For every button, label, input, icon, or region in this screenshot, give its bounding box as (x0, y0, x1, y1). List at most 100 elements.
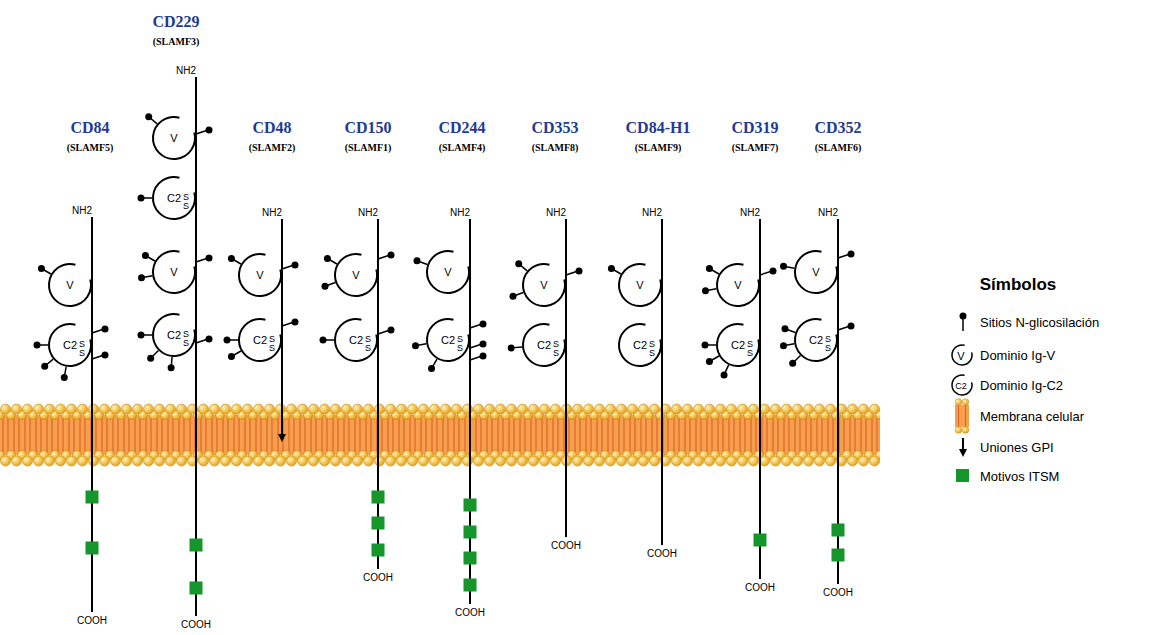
ig-domain: C2 (152, 176, 196, 220)
glycosylation-site (38, 265, 45, 272)
itsm-motif (86, 542, 99, 555)
domain-outline (153, 251, 195, 293)
ig-domain: C2 (48, 323, 92, 367)
domain-label: V (444, 266, 451, 278)
legend-text: Membrana celular (980, 409, 1084, 424)
slamf-name: (SLAMF9) (635, 142, 682, 153)
glycosylation-site (480, 341, 487, 348)
terminus-label: NH2 (450, 207, 470, 218)
terminus-label: NH2 (818, 207, 838, 218)
glycosylation-site (848, 323, 855, 330)
slamf-name: (SLAMF6) (815, 142, 862, 153)
legend-text: Dominio Ig-C2 (980, 378, 1063, 393)
glycosylation-site (770, 268, 777, 275)
disulfide-label: S (457, 343, 463, 353)
domain-label: C2 (349, 334, 363, 346)
domain-label: V (256, 269, 263, 281)
glycosylation-site (142, 252, 149, 259)
glycosylation-site (102, 326, 109, 333)
domain-label: V (66, 279, 73, 291)
glycosylation-site (702, 287, 709, 294)
disulfide-label: S (747, 348, 753, 358)
glycosylation-icon (962, 318, 964, 331)
disulfide-label: S (79, 339, 85, 349)
domain-outline (717, 324, 759, 366)
domain-outline (427, 251, 469, 293)
terminus-label: COOH (181, 619, 211, 630)
receptor-name: CD229 (152, 13, 199, 31)
domain-label: V (170, 266, 177, 278)
domain-outline (795, 319, 837, 361)
disulfide-label: S (365, 334, 371, 344)
chain-connector (281, 297, 283, 318)
ig-domain: V (794, 250, 838, 294)
slamf-name: (SLAMF3) (153, 36, 200, 47)
terminus-label: NH2 (740, 207, 760, 218)
disulfide-label: S (747, 339, 753, 349)
domain-label: C2 (253, 334, 267, 346)
legend-text: Dominio Ig-V (980, 348, 1055, 363)
terminus-label: NH2 (546, 207, 566, 218)
glycosylation-site (706, 265, 713, 272)
domain-label: C2 (167, 329, 181, 341)
itsm-motif (372, 544, 385, 557)
glycosylation-site (388, 327, 395, 334)
glycosylation-site (321, 283, 328, 290)
receptor-name: CD150 (344, 119, 391, 137)
slamf-name: (SLAMF1) (345, 142, 392, 153)
glycosylation-site (147, 355, 154, 362)
domain-outline (523, 324, 565, 366)
receptor-name: CD352 (814, 119, 861, 137)
glycosylation-site (145, 113, 152, 120)
glycosylation-site (702, 342, 709, 349)
disulfide-label: S (183, 201, 189, 211)
glycosylation-site (206, 127, 213, 134)
receptor-name: CD84-H1 (626, 119, 691, 137)
domain-label: V (540, 279, 547, 291)
glycosylation-site (206, 255, 213, 262)
itsm-motif (464, 579, 477, 592)
disulfide-label: S (553, 348, 559, 358)
ig-domain: C2 (522, 323, 566, 367)
disulfide-label: S (649, 348, 655, 358)
ig-domain: V (152, 116, 196, 160)
glycosylation-site (138, 274, 145, 281)
glycosylation-site (224, 337, 231, 344)
terminus-label: NH2 (176, 65, 196, 76)
domain-label: C2 (167, 192, 181, 204)
domain-outline (153, 314, 195, 356)
itsm-motif (372, 517, 385, 530)
disulfide-label: S (457, 334, 463, 344)
domain-label: V (636, 279, 643, 291)
receptor-name: CD48 (252, 119, 291, 137)
glycosylation-site (508, 344, 515, 351)
glycosylation-site (706, 358, 713, 365)
ig-domain: V (48, 263, 92, 307)
disulfide-label: S (825, 334, 831, 344)
glycosylation-site (320, 337, 327, 344)
chain-connector (469, 294, 471, 318)
slamf-name: (SLAMF8) (532, 142, 579, 153)
receptor-chain (195, 77, 197, 616)
ig-domain: V (152, 250, 196, 294)
domain-label: C2 (537, 339, 551, 351)
receptor-chain (281, 219, 283, 440)
chain-connector (565, 307, 567, 323)
terminus-label: COOH (551, 540, 581, 551)
glycosylation-site (388, 252, 395, 259)
glycosylation-site (61, 374, 68, 381)
ig-domain: C2 (334, 318, 378, 362)
glycosylation-site (34, 342, 41, 349)
ig-v-icon (952, 345, 972, 365)
chain-connector (195, 220, 197, 250)
disulfide-label: S (269, 343, 275, 353)
ig-domain: C2 (716, 323, 760, 367)
glycosylation-site (789, 360, 796, 367)
glycosylation-site (138, 332, 145, 339)
itsm-motif (190, 582, 203, 595)
glycosylation-site (324, 255, 331, 262)
ig-c2-icon (952, 375, 972, 395)
domain-label: C2 (731, 339, 745, 351)
itsm-motif (86, 491, 99, 504)
disulfide-label: S (183, 338, 189, 348)
